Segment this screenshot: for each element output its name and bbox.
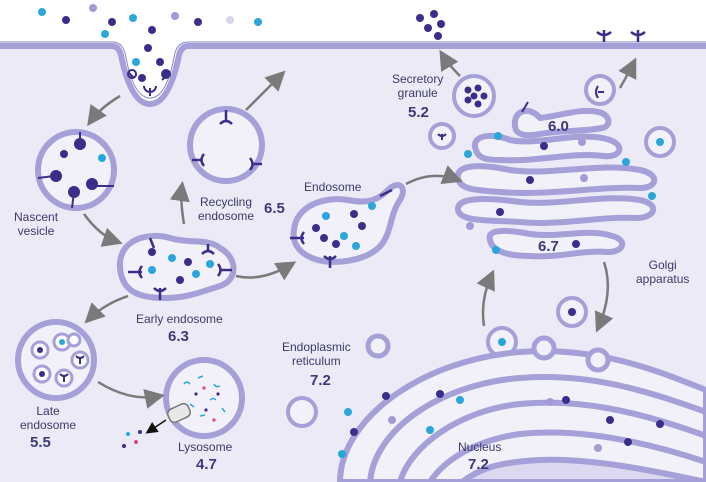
lysosome-ph: 4.7: [196, 456, 217, 473]
golgi-cargo: [464, 132, 656, 254]
secretory-granule-label: Secretory granule: [392, 72, 444, 100]
recycling-endosome-label: Recycling endosome: [198, 195, 255, 223]
nucleus-ph: 7.2: [468, 456, 489, 473]
nucleus-er: [336, 333, 706, 482]
secretory-granule-ph: 5.2: [408, 104, 429, 121]
secreted-particles: [416, 10, 445, 40]
nucleus-label: Nucleus: [458, 440, 502, 454]
golgi-ph-cis: 6.0: [548, 118, 569, 135]
pathway-arrows: [82, 49, 637, 409]
golgi-apparatus-label: Golgi apparatus: [636, 258, 690, 286]
extracellular-particles: [38, 4, 262, 82]
endosome: [290, 182, 406, 268]
surface-receptors: [596, 30, 646, 42]
early-endosome-label: Early endosome: [136, 312, 223, 326]
early-endosome-ph: 6.3: [168, 328, 189, 345]
er-ph: 7.2: [310, 372, 331, 389]
late-endosome-ph: 5.5: [30, 434, 51, 451]
plasma-membrane: [0, 43, 706, 108]
er-label: Endoplasmic reticulum: [282, 340, 351, 368]
golgi-ph-trans: 6.7: [538, 238, 559, 255]
nascent-vesicle-label: Nascent vesicle: [14, 210, 59, 238]
nascent-vesicle: [35, 129, 117, 211]
recycling-endosome-ph: 6.5: [264, 200, 285, 217]
early-endosome: [116, 232, 237, 302]
endosome-label: Endosome: [304, 180, 362, 194]
late-endosome-label: Late endosome: [20, 404, 77, 432]
secretory-granule: [452, 74, 496, 118]
lysosome: [122, 357, 245, 448]
recycling-endosome: [187, 106, 265, 184]
late-endosome: [15, 319, 97, 401]
transport-vesicles: [286, 74, 676, 428]
lysosome-label: Lysosome: [178, 440, 233, 454]
